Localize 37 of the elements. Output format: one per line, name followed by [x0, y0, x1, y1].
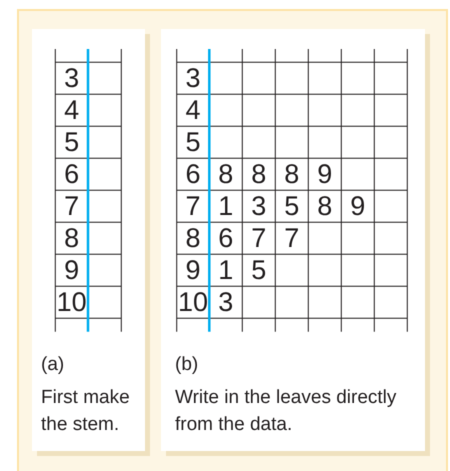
stem-digit: 6	[184, 160, 202, 190]
stem-digit: 5	[63, 128, 80, 158]
leaf-digit: 5	[250, 256, 268, 286]
leaf-digit: 3	[250, 192, 268, 222]
leaf-digit: 3	[217, 288, 234, 318]
stem-digit: 10	[56, 288, 87, 318]
leaf-digit: 9	[349, 192, 366, 222]
leaf-digit: 9	[316, 160, 334, 190]
panel-label: (b)	[175, 353, 198, 377]
stem-digit: 8	[184, 224, 202, 254]
panel-caption: First make the stem.	[41, 386, 131, 437]
stem-digit: 3	[63, 64, 80, 94]
leaf-digit: 8	[250, 160, 268, 190]
stem-digit: 10	[178, 288, 208, 318]
leaf-digit: 1	[217, 192, 234, 222]
stem-digit: 9	[184, 256, 202, 286]
panel-caption: Write in the leaves directly from the data.	[175, 386, 398, 437]
panel-card	[32, 29, 145, 451]
stem-digit: 7	[63, 192, 80, 222]
leaf-digit: 6	[217, 224, 234, 254]
stem-digit: 9	[63, 256, 80, 286]
leaf-digit: 5	[283, 192, 300, 222]
leaf-digit: 7	[250, 224, 268, 254]
stem-digit: 4	[63, 96, 80, 126]
stem-digit: 5	[184, 128, 202, 158]
stem-digit: 7	[184, 192, 202, 222]
leaf-digit: 8	[283, 160, 300, 190]
stem-digit: 3	[184, 64, 202, 94]
stem-digit: 6	[63, 160, 80, 190]
leaf-digit: 8	[217, 160, 234, 190]
panel-label: (a)	[41, 353, 64, 377]
panel-card	[161, 29, 425, 451]
leaf-digit: 8	[316, 192, 334, 222]
stem-digit: 4	[184, 96, 202, 126]
leaf-digit: 7	[283, 224, 300, 254]
stem-digit: 8	[63, 224, 80, 254]
leaf-digit: 1	[217, 256, 234, 286]
